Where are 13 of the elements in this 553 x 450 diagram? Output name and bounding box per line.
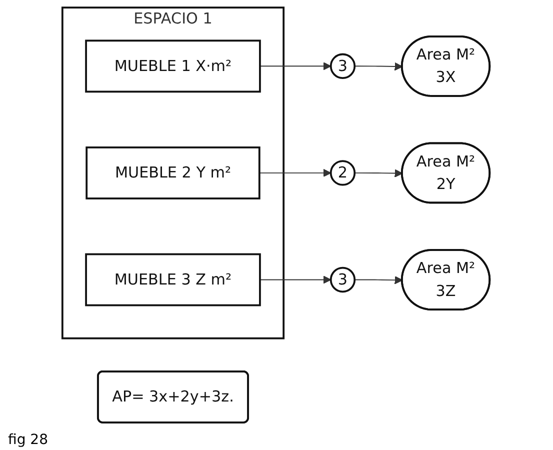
- arrow: [354, 276, 404, 284]
- node-circle: 2: [330, 160, 356, 186]
- node-box: MUEBLE 1 X·m²: [86, 40, 262, 93]
- arrow: [260, 276, 332, 284]
- node-box: MUEBLE 3 Z m²: [86, 253, 262, 306]
- node-box: MUEBLE 2 Y m²: [86, 146, 261, 200]
- arrow: [354, 62, 404, 71]
- arrow: [260, 62, 332, 70]
- arrow: [354, 169, 404, 178]
- arrow: [259, 168, 332, 178]
- node-circle: 3: [330, 53, 356, 79]
- node-circle: 3: [330, 266, 356, 293]
- figure-label: fig 28: [8, 432, 49, 448]
